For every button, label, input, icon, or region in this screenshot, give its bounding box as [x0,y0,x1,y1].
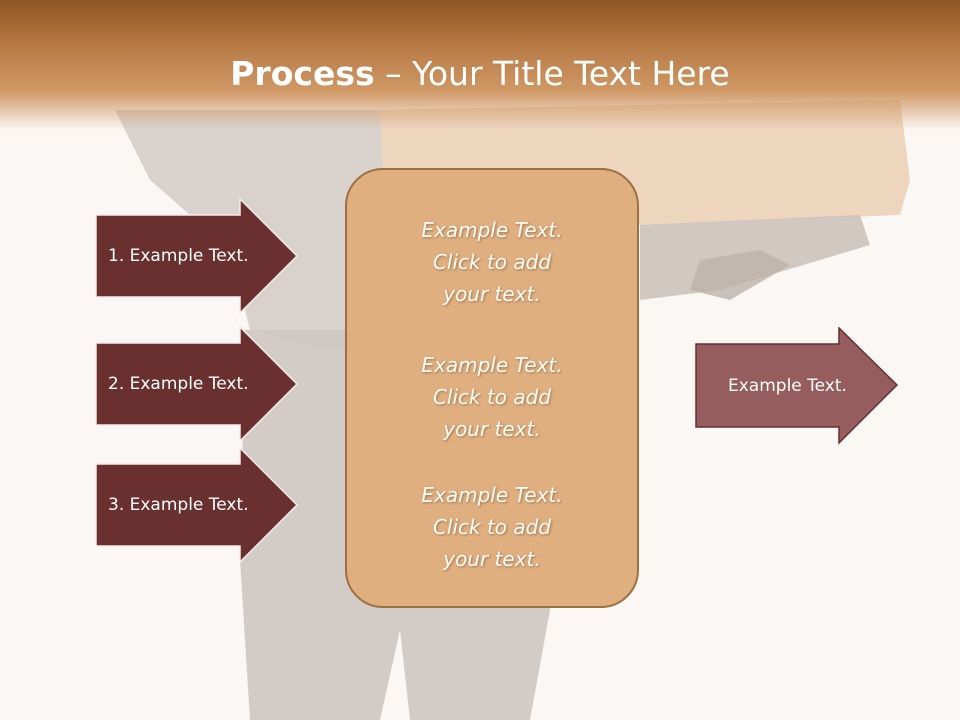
title-rest: – Your Title Text Here [374,54,730,93]
slide-title: Process – Your Title Text Here [0,52,960,96]
arrow-shape [95,326,299,442]
arrow-shape [695,327,899,445]
title-banner [0,0,960,130]
title-bold: Process [230,54,375,93]
center-line: your text. [443,417,541,441]
result-arrow[interactable]: Example Text. [695,327,900,445]
arrow-shape [95,198,299,314]
center-text-block-3: Example Text. Click to add your text. [347,479,637,575]
step-arrow-2[interactable]: 2. Example Text. [95,326,300,442]
center-line: Example Text. [421,483,563,507]
center-text-box[interactable]: Example Text. Click to add your text. Ex… [345,168,639,608]
center-line: Click to add [432,385,552,409]
step-arrow-3[interactable]: 3. Example Text. [95,447,300,563]
step-arrow-label: 3. Example Text. [108,495,249,515]
center-line: Click to add [432,515,552,539]
center-text-block-1: Example Text. Click to add your text. [347,214,637,310]
step-arrow-label: 1. Example Text. [108,246,249,266]
center-line: Click to add [432,250,552,274]
center-text-block-2: Example Text. Click to add your text. [347,349,637,445]
step-arrow-label: 2. Example Text. [108,374,249,394]
result-arrow-label: Example Text. [728,375,847,396]
center-line: Example Text. [421,353,563,377]
center-line: Example Text. [421,218,563,242]
step-arrow-1[interactable]: 1. Example Text. [95,198,300,314]
center-line: your text. [443,547,541,571]
arrow-shape [95,447,299,563]
center-line: your text. [443,282,541,306]
